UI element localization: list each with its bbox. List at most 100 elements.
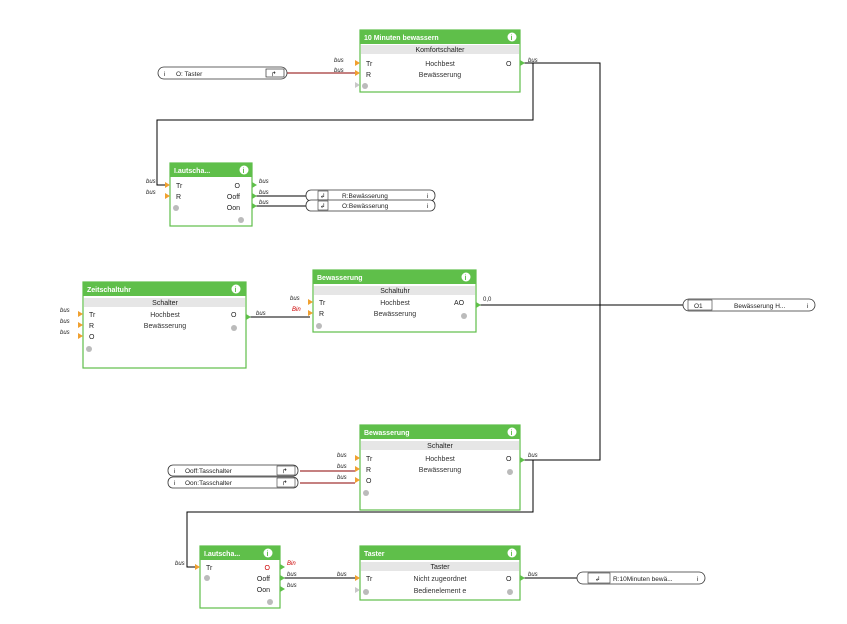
bus-label: bus bbox=[259, 179, 269, 185]
port-o: O bbox=[231, 312, 237, 319]
block-title: I.autscha... bbox=[204, 551, 240, 558]
info-icon[interactable] bbox=[507, 32, 517, 42]
svg-text:i: i bbox=[511, 551, 513, 558]
svg-text:i: i bbox=[511, 430, 513, 437]
port-tr: Tr bbox=[206, 565, 213, 572]
terminal-r-10min[interactable]: ↲ R:10Minuten bewä... i bbox=[576, 571, 706, 585]
info-icon[interactable] bbox=[461, 272, 471, 282]
svg-text:i: i bbox=[243, 168, 245, 175]
port-ooff: Ooff bbox=[257, 576, 270, 583]
bus-label: bus bbox=[287, 572, 297, 578]
bus-label: bus bbox=[146, 190, 156, 196]
bus-label: bus bbox=[175, 561, 185, 567]
param-bedienelement: Bedienelement e bbox=[414, 588, 467, 595]
port-oon: Oon bbox=[227, 205, 240, 212]
svg-text:i: i bbox=[427, 193, 428, 200]
terminal-o1[interactable]: O1 Bewässerung H... i bbox=[682, 298, 816, 312]
port-tr: Tr bbox=[366, 576, 373, 583]
port-ooff: Ooff bbox=[227, 194, 240, 201]
terminal-label: O:Bewässerung bbox=[342, 203, 389, 210]
port-r: R bbox=[89, 323, 94, 330]
terminal-ooff[interactable]: i Ooff:Tasschalter ↱ bbox=[167, 464, 299, 477]
info-icon[interactable] bbox=[239, 165, 249, 175]
block-bewaesserung-schaltuhr[interactable]: Bewasserung i Schaltuhr Tr R Hochbest Be… bbox=[290, 269, 492, 333]
block-title: Zeitschaltuhr bbox=[87, 287, 131, 294]
port-tr: Tr bbox=[319, 300, 326, 307]
svg-text:i: i bbox=[427, 203, 428, 210]
block-subtitle: Schaltuhr bbox=[380, 288, 410, 295]
link-icon: ↱ bbox=[282, 480, 287, 487]
bin-label: Bin bbox=[292, 307, 301, 313]
bus-label: bus bbox=[60, 308, 70, 314]
block-bewaesserung-schalter[interactable]: Bewasserung i Schalter Tr R O Hochbest B… bbox=[337, 424, 538, 511]
bus-label: bus bbox=[334, 68, 344, 74]
terminal-label: R:10Minuten bewä... bbox=[613, 576, 673, 583]
terminal-label-2: Bewässerung H... bbox=[734, 303, 785, 310]
info-icon[interactable] bbox=[263, 548, 273, 558]
info-icon[interactable] bbox=[507, 548, 517, 558]
port-o: O bbox=[265, 565, 271, 572]
bus-label: bus bbox=[287, 583, 297, 589]
port-o: O bbox=[506, 456, 512, 463]
port-o: O bbox=[89, 334, 95, 341]
block-title: Bewasserung bbox=[317, 275, 363, 282]
param-bewaesserung: Bewässerung bbox=[144, 323, 187, 330]
terminal-oon[interactable]: i Oon:Tasschalter ↱ bbox=[167, 476, 299, 489]
port-r: R bbox=[319, 311, 324, 318]
block-subtitle: Komfortschalter bbox=[415, 47, 465, 54]
wire-10min-to-latch1[interactable] bbox=[156, 62, 534, 186]
block-subtitle: Schalter bbox=[427, 443, 453, 450]
svg-text:i: i bbox=[807, 303, 808, 310]
link-icon: ↱ bbox=[282, 468, 287, 475]
param-hochbest: Hochbest bbox=[150, 312, 180, 319]
terminal-o-bewaesserung[interactable]: ↲ O:Bewässerung i bbox=[305, 199, 436, 212]
block-subtitle: Schalter bbox=[152, 300, 178, 307]
param-bewaesserung: Bewässerung bbox=[419, 72, 462, 79]
link-icon: ↲ bbox=[320, 193, 325, 200]
svg-text:i: i bbox=[267, 551, 269, 558]
bus-label: bus bbox=[337, 453, 347, 459]
link-icon: ↲ bbox=[320, 203, 325, 210]
port-r: R bbox=[176, 194, 181, 201]
port-o: O bbox=[235, 183, 241, 190]
bus-label: bus bbox=[337, 475, 347, 481]
terminal-label: Ooff:Tasschalter bbox=[185, 468, 233, 475]
bus-label: bus bbox=[334, 58, 344, 64]
port-o: O bbox=[506, 61, 512, 68]
param-hochbest: Hochbest bbox=[380, 300, 410, 307]
wire-10min-out-right[interactable] bbox=[523, 62, 601, 461]
info-icon[interactable] bbox=[507, 427, 517, 437]
value-label: 0,0 bbox=[483, 297, 492, 303]
block-zeitschaltuhr[interactable]: Zeitschaltuhr i Schalter Tr R O Hochbest… bbox=[60, 281, 266, 369]
port-oon: Oon bbox=[257, 587, 270, 594]
block-subtitle: Taster bbox=[430, 564, 450, 571]
param-nicht-zugeordnet: Nicht zugeordnet bbox=[414, 576, 467, 583]
param-hochbest: Hochbest bbox=[425, 456, 455, 463]
svg-text:i: i bbox=[164, 71, 165, 78]
terminal-label: Oon:Tasschalter bbox=[185, 480, 233, 487]
svg-text:i: i bbox=[235, 287, 237, 294]
block-latch-2[interactable]: I.autscha... i Tr O Ooff Oon bus Bin bus… bbox=[175, 545, 297, 609]
wire-bew2-to-latch2[interactable] bbox=[186, 459, 534, 568]
block-latch-1[interactable]: I.autscha... i Tr R O Ooff Oon bus bus b… bbox=[146, 162, 269, 227]
terminal-r-bewaesserung[interactable]: ↲ R:Bewässerung i bbox=[305, 189, 436, 202]
bus-label: bus bbox=[259, 200, 269, 206]
block-title: 10 Minuten bewassern bbox=[364, 35, 439, 42]
wires bbox=[156, 62, 685, 579]
block-taster[interactable]: Taster i Taster Tr Nicht zugeordnet Bedi… bbox=[337, 545, 538, 601]
bus-label: bus bbox=[60, 319, 70, 325]
bus-label: bus bbox=[146, 179, 156, 185]
port-tr: Tr bbox=[89, 312, 96, 319]
bus-label: bus bbox=[337, 464, 347, 470]
svg-text:i: i bbox=[511, 35, 513, 42]
bus-label: bus bbox=[528, 58, 538, 64]
info-icon[interactable] bbox=[231, 284, 241, 294]
port-tr: Tr bbox=[366, 456, 373, 463]
param-bewaesserung: Bewässerung bbox=[374, 311, 417, 318]
terminal-label: O1 bbox=[694, 303, 703, 310]
bus-label: bus bbox=[60, 330, 70, 336]
terminal-in-taster[interactable]: i O: Taster ↱ bbox=[157, 66, 288, 80]
block-10min-bewaessern[interactable]: 10 Minuten bewassern i Komfortschalter T… bbox=[334, 29, 538, 93]
bus-label: bus bbox=[290, 296, 300, 302]
bus-label: bus bbox=[337, 572, 347, 578]
